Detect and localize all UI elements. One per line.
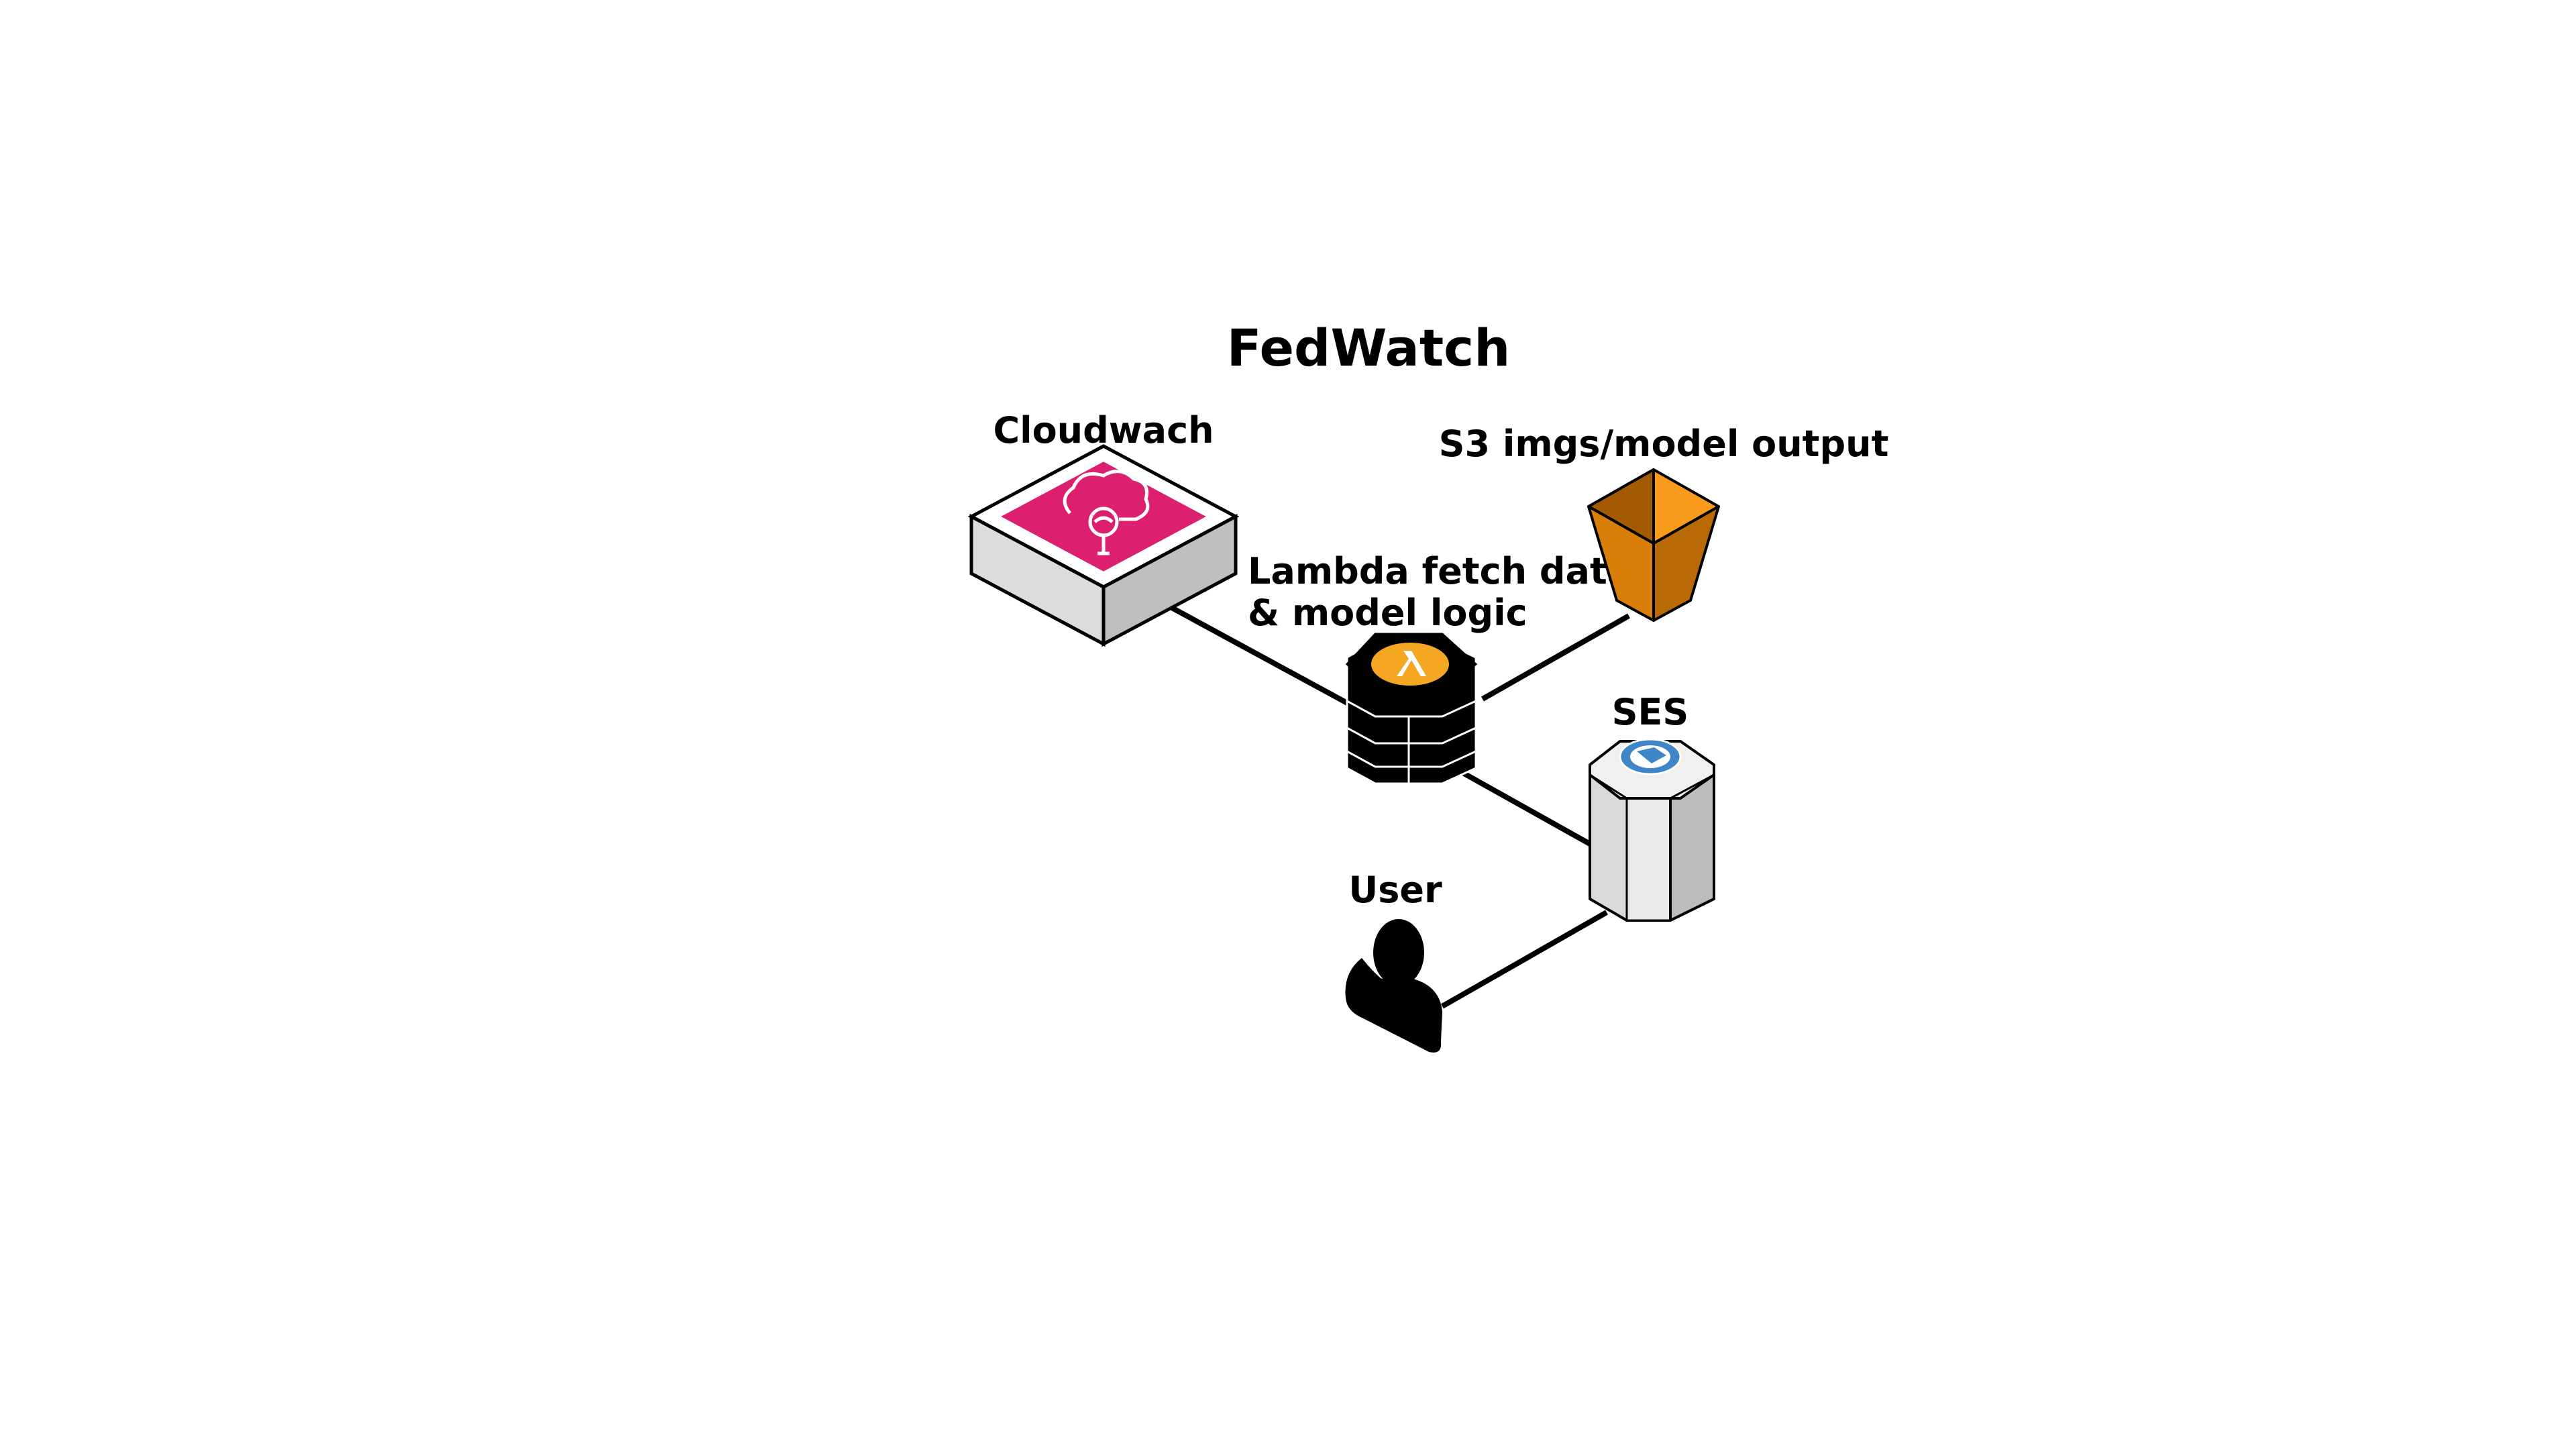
user-node[interactable]: User: [1345, 869, 1443, 1053]
lambda-label-line1: Lambda fetch data: [1248, 550, 1631, 592]
lambda-node[interactable]: Lambda fetch data & model logic: [1248, 550, 1631, 785]
user-label: User: [1348, 869, 1442, 911]
s3-label: S3 imgs/model output: [1439, 423, 1889, 465]
cloudwatch-icon: [1063, 470, 1150, 555]
cloudwatch-node[interactable]: Cloudwach: [967, 409, 1240, 647]
edge-lambda-s3: [1481, 613, 1630, 702]
diagram-title: FedWatch: [1227, 318, 1511, 378]
s3-bucket-icon: [1587, 468, 1720, 622]
edge-lambda-to-ses: [1453, 765, 1591, 847]
lambda-label-line2: & model logic: [1248, 592, 1527, 634]
edge-cloudwatch-to-lambda: [1169, 604, 1351, 707]
edge-ses-to-user: [1441, 910, 1608, 1009]
ses-envelope-icon: [1619, 738, 1682, 775]
user-icon: [1345, 919, 1442, 1053]
ses-node[interactable]: SES: [1589, 691, 1715, 922]
lambda-icon: [1371, 643, 1449, 686]
ses-label: SES: [1612, 691, 1689, 733]
edges: [1169, 604, 1630, 1009]
s3-node[interactable]: S3 imgs/model output: [1439, 423, 1889, 622]
